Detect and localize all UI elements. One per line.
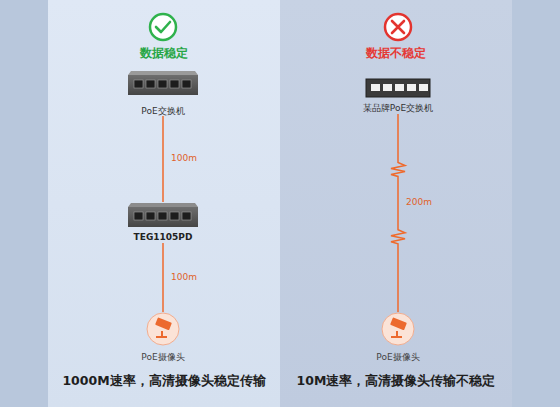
switch-top bbox=[128, 203, 198, 207]
camera-body bbox=[155, 317, 172, 330]
node-label: PoE交换机 bbox=[113, 105, 213, 118]
node-label: 某品牌PoE交换机 bbox=[348, 102, 448, 115]
camera-mount bbox=[156, 331, 167, 337]
switch-node: TEG1105PD bbox=[113, 202, 213, 243]
cable-line bbox=[391, 114, 405, 312]
switch-body bbox=[128, 75, 198, 95]
switch-body bbox=[128, 207, 198, 227]
switch-port bbox=[419, 84, 428, 91]
switch-port bbox=[146, 80, 155, 88]
camera-icon bbox=[382, 313, 414, 345]
check-icon bbox=[150, 14, 176, 40]
camera-mount bbox=[391, 331, 402, 337]
camera-node: PoE摄像头 bbox=[348, 312, 448, 363]
switch-port bbox=[395, 84, 404, 91]
check-mark bbox=[156, 22, 170, 32]
switch-port bbox=[182, 212, 191, 220]
camera-body bbox=[390, 317, 407, 330]
camera-node: PoE摄像头 bbox=[113, 312, 213, 363]
switch-port bbox=[170, 212, 179, 220]
node-label: PoE摄像头 bbox=[348, 351, 448, 364]
switch-port bbox=[146, 212, 155, 220]
distance-label: 100m bbox=[171, 153, 197, 163]
node-label: PoE摄像头 bbox=[113, 351, 213, 364]
node-label: 数据稳定 bbox=[48, 45, 280, 62]
node-caption: 1000M速率，高清摄像头稳定传输 bbox=[48, 373, 280, 390]
switch-node: 某品牌PoE交换机 bbox=[348, 76, 448, 114]
cross-mark bbox=[392, 21, 404, 33]
node-label: TEG1105PD bbox=[113, 232, 213, 242]
switch-port bbox=[182, 80, 191, 88]
switch-body bbox=[366, 79, 430, 97]
right-panel-bg bbox=[280, 0, 512, 407]
switch-port bbox=[407, 84, 416, 91]
panel: 数据稳定 1000M速率，高清摄像头稳定传输 PoE交换机 TEG1105PD PoE摄… bbox=[48, 0, 280, 407]
switch-port bbox=[170, 80, 179, 88]
camera-glyph bbox=[155, 317, 172, 337]
switch-node: PoE交换机 bbox=[113, 70, 213, 116]
distance-label: 100m bbox=[171, 272, 197, 282]
cable-line bbox=[162, 116, 164, 202]
switch-port bbox=[158, 80, 167, 88]
switch-port bbox=[158, 212, 167, 220]
camera-glyph bbox=[390, 317, 407, 337]
switch-port bbox=[371, 84, 380, 91]
cable-line bbox=[162, 243, 164, 312]
camera-icon bbox=[147, 313, 179, 345]
switch-port bbox=[134, 212, 143, 220]
left-panel-bg bbox=[48, 0, 280, 407]
switch-top bbox=[128, 71, 198, 75]
distance-label: 200m bbox=[406, 197, 432, 207]
switch-port bbox=[383, 84, 392, 91]
switch-port bbox=[134, 80, 143, 88]
node-label: 数据不稳定 bbox=[280, 45, 512, 62]
node-caption: 10M速率，高清摄像头传输不稳定 bbox=[280, 373, 512, 390]
cross-icon bbox=[385, 14, 411, 40]
panel: 数据不稳定 10M速率，高清摄像头传输不稳定 某品牌PoE交换机 PoE摄像头 bbox=[280, 0, 512, 407]
